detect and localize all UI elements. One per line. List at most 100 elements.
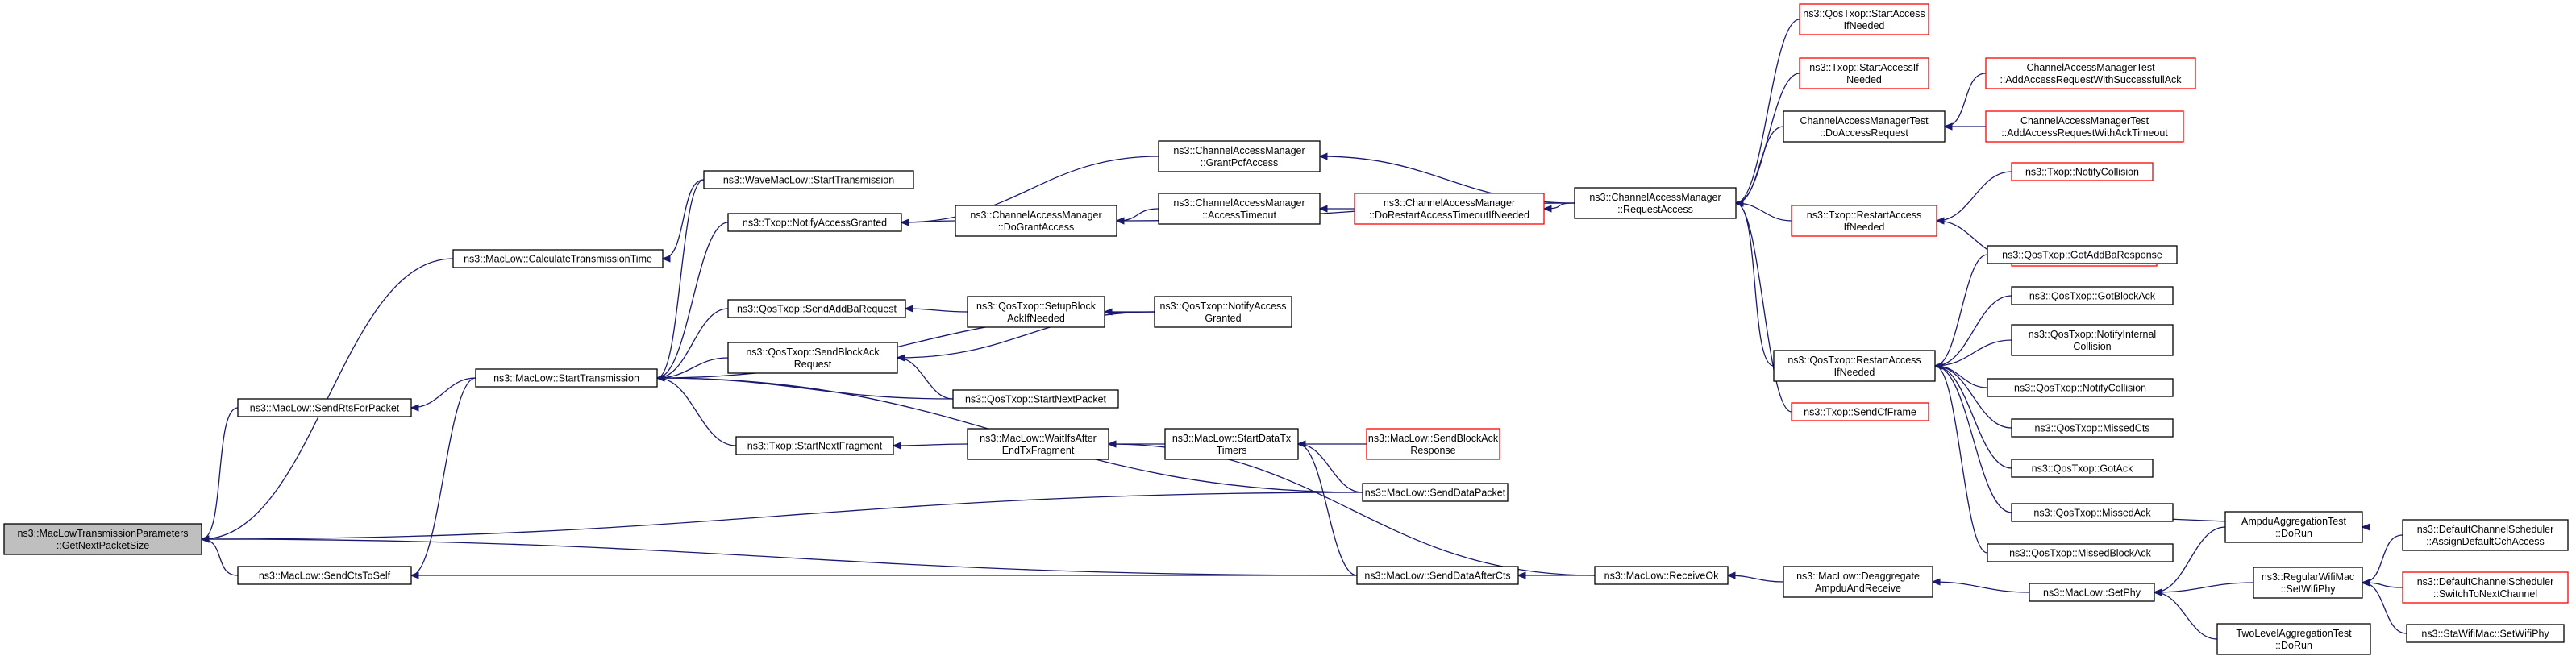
graph-node-receiveOk[interactable]: ns3::MacLow::ReceiveOk	[1594, 566, 1729, 585]
node-box	[1987, 245, 2178, 264]
node-label-line: ::SetWifiPhy	[2280, 583, 2336, 595]
graph-node-camTestSuccess[interactable]: ChannelAccessManagerTest::AddAccessReque…	[1985, 57, 2196, 89]
node-label-line: ns3::MacLow::SendCtsToSelf	[259, 571, 391, 582]
graph-node-qosMissedAck[interactable]: ns3::QosTxop::MissedAck	[2011, 503, 2174, 522]
node-label-line: ns3::QosTxop::NotifyCollision	[2014, 383, 2146, 394]
call-edge-qosNotifyInternal-to-qosRestart	[1935, 339, 2012, 366]
call-edge-qosStartNext-to-startTx	[657, 378, 954, 400]
graph-node-qosGotAddBa[interactable]: ns3::QosTxop::GotAddBaResponse	[1987, 245, 2178, 264]
graph-node-qosNotifyGranted[interactable]: ns3::QosTxop::NotifyAccessGranted	[1154, 296, 1292, 328]
graph-node-sendAddBa[interactable]: ns3::QosTxop::SendAddBaRequest	[727, 299, 906, 318]
node-label-line: ns3::QosTxop::StartAccess	[1803, 8, 1925, 19]
graph-node-camTestAckTimeout[interactable]: ChannelAccessManagerTest::AddAccessReque…	[1985, 110, 2184, 143]
graph-node-root[interactable]: ns3::MacLowTransmissionParameters::GetNe…	[3, 523, 202, 555]
call-edge-deaggregate-to-receiveOk	[1728, 575, 1784, 583]
graph-node-qosMissedBlockAck[interactable]: ns3::QosTxop::MissedBlockAck	[1987, 543, 2174, 562]
graph-node-defaultAssign[interactable]: ns3::DefaultChannelScheduler::AssignDefa…	[2402, 519, 2569, 551]
node-label-line: TwoLevelAggregationTest	[2236, 628, 2352, 639]
node-label-line: ns3::Txop::RestartAccess	[1807, 210, 1921, 221]
call-edge-qosNotifyGranted-to-sendBlockAck	[897, 311, 1155, 358]
call-edge-startNextFrag-to-startTx	[657, 378, 737, 446]
call-edge-camGrantPcf-to-notifyGranted	[901, 156, 1159, 222]
graph-node-camGrantPcf[interactable]: ns3::ChannelAccessManager::GrantPcfAcces…	[1158, 140, 1321, 172]
graph-node-camRequest[interactable]: ns3::ChannelAccessManager::RequestAccess	[1574, 187, 1737, 219]
call-edge-waitIfs-to-startNextFrag	[893, 444, 968, 446]
graph-node-txopNotifyCollision[interactable]: ns3::Txop::NotifyCollision	[2011, 162, 2154, 181]
graph-node-waveStart[interactable]: ns3::WaveMacLow::StartTransmission	[703, 170, 914, 189]
graph-node-staSetPhy[interactable]: ns3::StaWifiMac::SetWifiPhy	[2406, 624, 2565, 643]
node-box	[1354, 193, 1545, 225]
graph-node-camDoRestart[interactable]: ns3::ChannelAccessManager::DoRestartAcce…	[1354, 193, 1545, 225]
graph-node-defaultSwitch[interactable]: ns3::DefaultChannelScheduler::SwitchToNe…	[2402, 571, 2569, 604]
graph-node-qosNotifyCollision[interactable]: ns3::QosTxop::NotifyCollision	[1987, 378, 2174, 397]
node-label-line: ChannelAccessManagerTest	[2020, 115, 2149, 127]
graph-node-qosStartNext[interactable]: ns3::QosTxop::StartNextPacket	[952, 389, 1119, 409]
call-edge-qosGotAddBa-to-qosRestart	[1935, 254, 1988, 366]
node-label-line: Response	[1410, 445, 1455, 456]
node-label-line: ns3::MacLow::SendDataPacket	[1365, 488, 1506, 499]
node-label-line: AmpduAggregationTest	[2241, 516, 2346, 527]
node-label-line: ns3::MacLow::SendBlockAck	[1368, 433, 1499, 444]
node-box	[1799, 3, 1929, 35]
node-label-line: ns3::Txop::NotifyCollision	[2025, 167, 2139, 178]
node-label-line: ns3::Txop::NotifyAccessGranted	[743, 218, 887, 229]
graph-node-qosGotBlockAck[interactable]: ns3::QosTxop::GotBlockAck	[2011, 286, 2174, 305]
call-edge-sendDataPacket-to-root	[202, 492, 1363, 539]
node-box	[237, 398, 412, 417]
node-box	[952, 389, 1119, 409]
call-edge-sendDataPacket-to-startDataTimers	[1298, 444, 1363, 493]
node-label-line: ns3::ChannelAccessManager	[1173, 197, 1305, 209]
graph-node-qosGotAck[interactable]: ns3::QosTxop::GotAck	[2011, 459, 2154, 478]
nodes-layer: ns3::MacLowTransmissionParameters::GetNe…	[3, 3, 2569, 655]
call-edge-camTestDoAccess-to-camRequest	[1736, 126, 1784, 203]
node-label-line: ::DoRun	[2275, 528, 2312, 539]
call-edge-qosGotAck-to-qosRestart	[1935, 366, 2012, 469]
call-edge-defaultAssign-to-regularSetPhy	[2362, 534, 2403, 583]
node-box	[703, 170, 914, 189]
graph-node-qosMissedCts[interactable]: ns3::QosTxop::MissedCts	[2011, 418, 2174, 438]
node-label-line: ::GrantPcfAccess	[1201, 157, 1279, 168]
graph-node-calcTx[interactable]: ns3::MacLow::CalculateTransmissionTime	[452, 249, 664, 268]
graph-node-sendDataPacket[interactable]: ns3::MacLow::SendDataPacket	[1362, 483, 1509, 502]
graph-node-startTx[interactable]: ns3::MacLow::StartTransmission	[475, 368, 658, 388]
graph-node-camDoGrant[interactable]: ns3::ChannelAccessManager::DoGrantAccess	[955, 205, 1117, 237]
call-edge-receiveOk-to-waitIfs	[1109, 444, 1596, 576]
graph-node-sendCts[interactable]: ns3::MacLow::SendCtsToSelf	[237, 566, 412, 585]
graph-node-setPhy[interactable]: ns3::MacLow::SetPhy	[2029, 583, 2155, 602]
graph-node-regularSetPhy[interactable]: ns3::RegularWifiMac::SetWifiPhy	[2253, 567, 2363, 599]
node-label-line: Timers	[1217, 445, 1247, 456]
graph-node-twoLevelTest[interactable]: TwoLevelAggregationTest::DoRun	[2216, 623, 2371, 655]
node-label-line: ns3::DefaultChannelScheduler	[2417, 524, 2554, 535]
graph-node-txopSendCf[interactable]: ns3::Txop::SendCfFrame	[1791, 402, 1929, 421]
graph-node-sendDataAfterCts[interactable]: ns3::MacLow::SendDataAfterCts	[1356, 566, 1519, 585]
call-edge-sendAddBa-to-startTx	[657, 308, 729, 378]
graph-node-notifyGranted[interactable]: ns3::Txop::NotifyAccessGranted	[727, 213, 902, 232]
graph-node-camAccessTimeout[interactable]: ns3::ChannelAccessManager::AccessTimeout	[1158, 193, 1321, 225]
call-edge-camRequest-to-camDoRestart	[1544, 202, 1575, 209]
node-label-line: ns3::ChannelAccessManager	[1173, 145, 1305, 156]
node-box	[1799, 57, 1929, 89]
graph-node-camTestDoAccess[interactable]: ChannelAccessManagerTest::DoAccessReques…	[1783, 110, 1946, 143]
graph-node-ampduTest[interactable]: AmpduAggregationTest::DoRun	[2224, 511, 2363, 543]
call-edge-twoLevelTest-to-setPhy	[2154, 592, 2218, 640]
node-box	[1783, 566, 1933, 598]
graph-node-sendRts[interactable]: ns3::MacLow::SendRtsForPacket	[237, 398, 412, 417]
node-label-line: AckIfNeeded	[1007, 313, 1065, 324]
call-edge-qosStartAccess-to-camRequest	[1736, 19, 1800, 203]
node-label-line: ::AddAccessRequestWithSuccessfullAck	[2000, 74, 2182, 85]
node-label-line: ::AddAccessRequestWithAckTimeout	[2001, 127, 2168, 139]
call-edge-staSetPhy-to-regularSetPhy	[2362, 583, 2407, 634]
graph-node-startNextFrag[interactable]: ns3::Txop::StartNextFragment	[735, 436, 894, 455]
call-edge-qosRestart-to-camRequest	[1736, 203, 1775, 367]
